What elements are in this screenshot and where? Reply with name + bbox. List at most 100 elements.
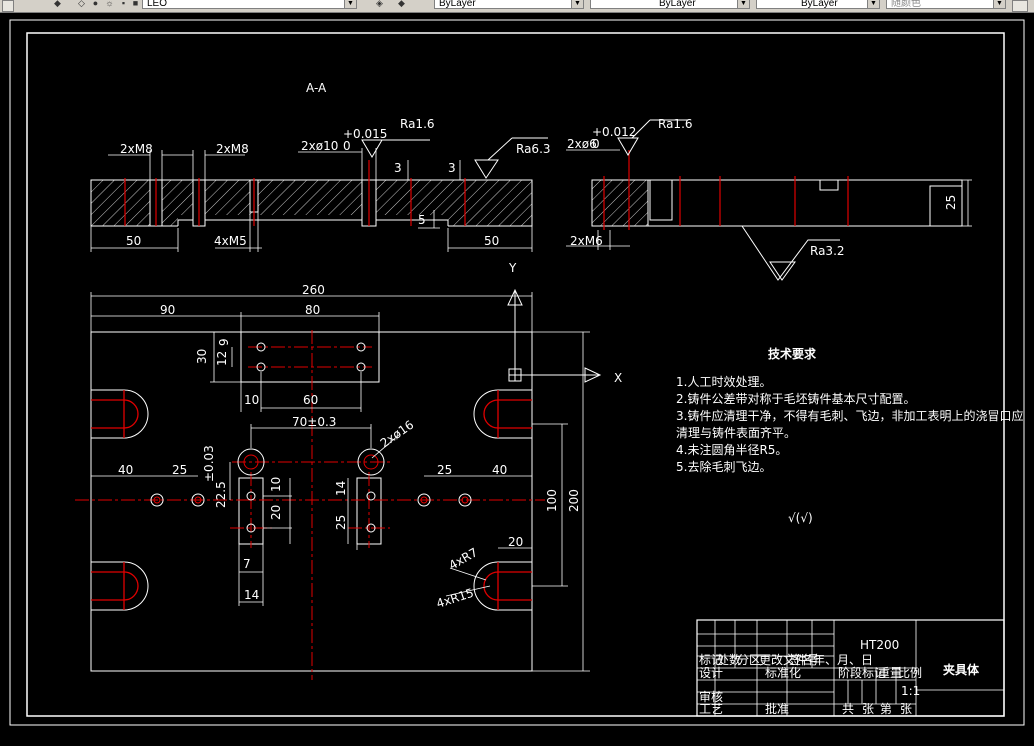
- dim-2x6-base: 2xø6: [567, 137, 597, 151]
- section-view-right: [566, 119, 972, 281]
- toolbar-more-button[interactable]: [1012, 0, 1028, 12]
- dim-260: 260: [302, 283, 325, 297]
- dim-25-right: 25: [944, 195, 958, 210]
- dim-80: 80: [305, 303, 320, 317]
- title-row-label-2: 处数: [717, 652, 741, 667]
- dim-100: 100: [545, 489, 559, 512]
- dim-25-b: 25: [334, 515, 348, 530]
- title-sheet-label-2: 张: [862, 702, 874, 716]
- tech-item-1: 1.人工时效处理。: [676, 374, 771, 389]
- dim-2x10-base: 2xø10: [301, 139, 338, 153]
- title-approve: 批准: [765, 701, 789, 716]
- roughness-ra63: Ra6.3: [516, 142, 551, 156]
- drawing-canvas[interactable]: A-A: [0, 12, 1034, 741]
- axis-x-label: X: [614, 371, 622, 385]
- title-check: 审核: [699, 689, 723, 704]
- title-weight-label: 重量: [878, 666, 902, 680]
- make-current-icon[interactable]: ◈: [376, 0, 383, 8]
- tech-item-3-cont: 清理与铸件表面齐平。: [676, 425, 796, 440]
- title-material: HT200: [860, 638, 899, 652]
- dim-2xm6: 2xM6: [570, 234, 603, 248]
- dim-2x6-tol-lower: 0: [592, 137, 600, 151]
- dim-2x10-tol-lower: 0: [343, 139, 351, 153]
- bulb-icon[interactable]: ●: [92, 0, 99, 8]
- dim-4xr7: 4xR7: [447, 545, 481, 572]
- dim-4xm5: 4xM5: [214, 234, 247, 248]
- tech-item-4: 4.未注圆角半径R5。: [676, 442, 787, 457]
- layer-match-icon[interactable]: ◆: [398, 0, 405, 8]
- title-row-label-1: 标记: [699, 653, 723, 667]
- layer-manager-button[interactable]: [2, 0, 14, 12]
- roughness-ra16-b: Ra1.6: [658, 117, 693, 131]
- chevron-down-icon[interactable]: ▼: [867, 0, 879, 8]
- chevron-down-icon[interactable]: ▼: [993, 0, 1005, 8]
- section-label: A-A: [306, 81, 327, 95]
- dim-4xr15: 4xR15: [435, 586, 476, 611]
- dim-200: 200: [567, 489, 581, 512]
- title-part-name: 夹具体: [943, 662, 980, 677]
- dim-20-a: 20: [269, 505, 283, 520]
- tech-requirements-title: 技术要求: [768, 346, 817, 361]
- dim-90: 90: [160, 303, 175, 317]
- title-scale-value: 1:1: [901, 684, 920, 698]
- title-scale-label: 比例: [898, 666, 922, 680]
- dim-70: 70±0.3: [292, 415, 336, 429]
- dim-2xm8-a: 2xM8: [120, 142, 153, 156]
- dim-14-b: 14: [334, 481, 348, 496]
- roughness-ra16-a: Ra1.6: [400, 117, 435, 131]
- roughness-ra32: Ra3.2: [810, 244, 845, 258]
- sheet-outer-border: [9, 19, 1025, 726]
- chevron-down-icon[interactable]: ▼: [344, 0, 356, 8]
- color-square-icon: ■: [132, 0, 139, 8]
- linetype-dropdown[interactable]: ByLayer▼: [590, 0, 750, 9]
- dim-2xm8-b: 2xM8: [216, 142, 249, 156]
- sheet-inner-frame: [26, 32, 1005, 717]
- layer-state-icon[interactable]: ◆: [54, 0, 61, 8]
- lock-icon[interactable]: ▪: [121, 0, 126, 8]
- title-row-label-6: 年、月、日: [813, 653, 873, 667]
- layer-dropdown[interactable]: LEO▼: [142, 0, 357, 9]
- chevron-down-icon[interactable]: ▼: [737, 0, 749, 8]
- roughness-other: √(√): [788, 511, 813, 525]
- dim-25-a: 25: [172, 463, 187, 477]
- ucs-icon: [507, 288, 602, 383]
- section-view-left: [90, 137, 548, 252]
- title-sheet-label-1: 共: [842, 702, 854, 716]
- dim-10-a: 10: [244, 393, 259, 407]
- axis-y-label: Y: [508, 261, 517, 275]
- dim-20-b: 20: [508, 535, 523, 549]
- color-dropdown[interactable]: ByLayer▼: [434, 0, 584, 9]
- dim-60: 60: [303, 393, 318, 407]
- dim-50-a: 50: [126, 234, 141, 248]
- dim-5: 5: [418, 213, 426, 227]
- title-process: 工艺: [699, 702, 723, 716]
- tech-item-3: 3.铸件应清理干净，不得有毛刺、飞边，非加工表明上的浇冒口应: [676, 408, 1023, 423]
- dim-2x10-tol-upper: +0.015: [343, 127, 387, 141]
- plan-view: [75, 288, 602, 680]
- dim-40-b: 40: [492, 463, 507, 477]
- properties-toolbar: ◆ ◇ ● ☼ ▪ ■ LEO▼ ◈ ◆ ByLayer▼ ByLayer▼ B…: [0, 0, 1034, 13]
- dim-2x10-tol: 2xø10: [301, 139, 338, 153]
- title-standardize: 标准化: [765, 666, 801, 680]
- dim-14-a: 14: [244, 588, 259, 602]
- tech-item-2: 2.铸件公差带对称于毛坯铸件基本尺寸配置。: [676, 391, 915, 406]
- sun-icon[interactable]: ☼: [105, 0, 114, 8]
- dim-40-a: 40: [118, 463, 133, 477]
- layer-previous-icon[interactable]: ◇: [78, 0, 85, 8]
- dim-12: 12: [215, 351, 229, 366]
- plotstyle-dropdown[interactable]: 随颜色▼: [886, 0, 1006, 9]
- dim-25-c: 25: [437, 463, 452, 477]
- dim-22-5-tol: ±0.03: [202, 445, 216, 482]
- dim-3-a: 3: [394, 161, 402, 175]
- drawing-svg: A-A: [9, 19, 1025, 726]
- dim-2x16: 2xø16: [378, 418, 417, 451]
- dim-9: 9: [217, 338, 231, 346]
- title-sheet-label-4: 张: [900, 702, 912, 716]
- lineweight-dropdown[interactable]: ByLayer▼: [756, 0, 880, 9]
- chevron-down-icon[interactable]: ▼: [571, 0, 583, 8]
- dim-7: 7: [243, 557, 251, 571]
- dim-30: 30: [195, 349, 209, 364]
- dim-50-b: 50: [484, 234, 499, 248]
- title-sheet-label-3: 第: [880, 702, 892, 716]
- title-design: 设计: [699, 666, 723, 680]
